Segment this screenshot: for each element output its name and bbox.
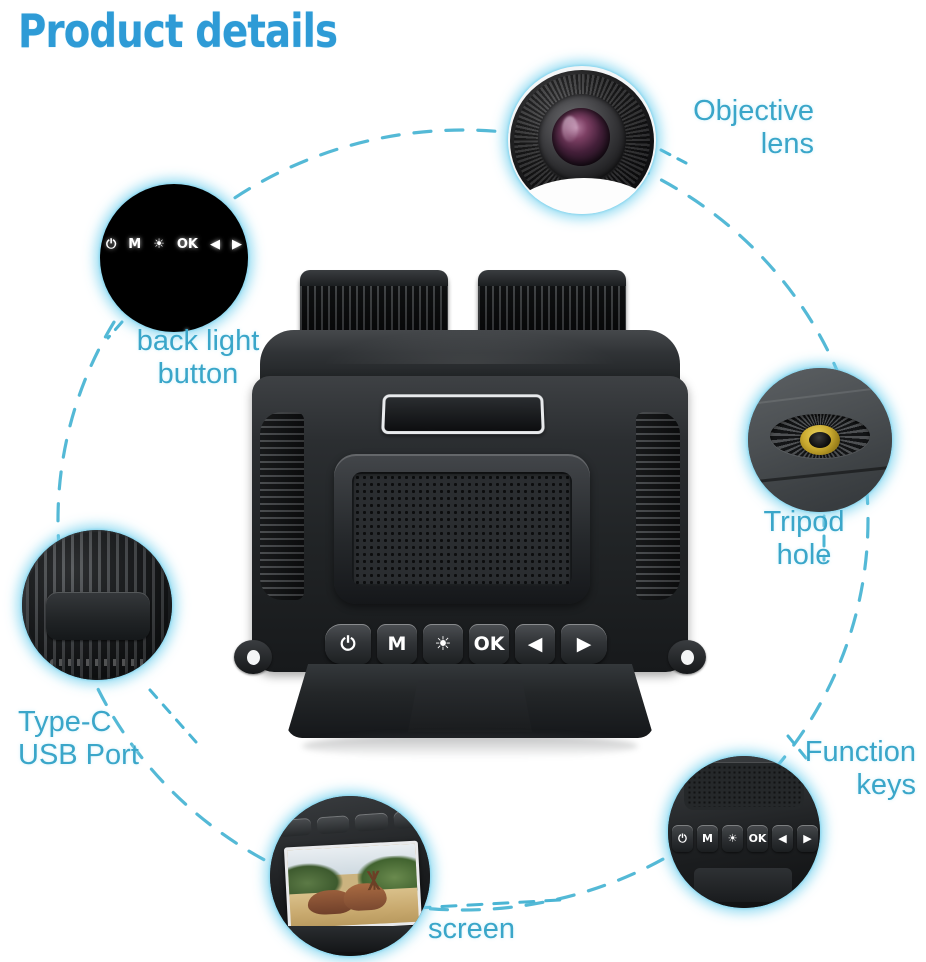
brightness-key: ☀ (722, 824, 743, 852)
textured-pad (352, 472, 572, 586)
illuminated-key-row: ⏻ M ☀ OK ◀ ▶ (100, 238, 248, 251)
tripod-hole-detail-bubble (748, 368, 892, 512)
grip-right (636, 412, 680, 600)
grip-left (260, 412, 304, 600)
eyepiece-left-top (300, 270, 448, 286)
device-reflection (302, 734, 638, 758)
power-icon: ⏻ (105, 237, 117, 252)
power-key: ⏻ (672, 824, 693, 852)
brightness-button[interactable]: ☀ (423, 624, 463, 664)
screen-detail-bubble (270, 796, 430, 956)
function-bubble-base (694, 868, 792, 902)
objective-lens-detail-bubble (508, 66, 656, 214)
strap-lug-left (234, 640, 272, 674)
left-button[interactable]: ◀ (515, 624, 555, 664)
right-key: ▶ (797, 824, 818, 852)
device-button-row: ⏻ M ☀ OK ◀ ▶ (320, 620, 612, 668)
tripod-thread-bore (809, 432, 831, 448)
left-key: ◀ (772, 824, 793, 852)
ok-button[interactable]: OK (469, 624, 509, 664)
right-button[interactable]: ▶ (561, 624, 607, 664)
usb-cover-panel (46, 592, 150, 640)
strap-lug-right (668, 640, 706, 674)
device-base-notch (408, 680, 532, 732)
mode-icon: M (128, 237, 142, 252)
ok-key: OK (747, 824, 768, 852)
usb-cover-dot-strip (50, 659, 146, 666)
page-title: Product details (18, 4, 338, 58)
lcd-display (283, 840, 423, 932)
night-vision-binoculars-product-photo: ⏻ M ☀ OK ◀ ▶ (234, 270, 706, 758)
ir-window (381, 394, 545, 435)
right-arrow-icon: ▶ (232, 237, 242, 252)
eyepiece-right-top (478, 270, 626, 286)
ok-icon: OK (176, 237, 198, 252)
screen-bubble-base (280, 926, 420, 952)
mode-button[interactable]: M (377, 624, 417, 664)
brightness-icon: ☀ (153, 237, 165, 252)
callout-label-type-c-usb-port: Type-C USB Port (18, 706, 139, 772)
usb-port-detail-bubble (22, 530, 172, 680)
callout-label-function-keys: Function keys (804, 736, 916, 802)
power-button[interactable]: ⏻ (325, 624, 371, 664)
lens-glint (562, 116, 578, 142)
key-2 (315, 814, 350, 834)
key-4 (392, 809, 427, 829)
callout-label-back-light-button: back light button (136, 325, 260, 391)
function-bubble-key-row: ⏻ M ☀ OK ◀ ▶ (672, 820, 818, 856)
callout-label-objective-lens: Objective lens (693, 95, 814, 161)
key-1 (277, 817, 312, 837)
callout-label-screen: screen (428, 913, 516, 945)
textured-pad-frame (334, 454, 590, 604)
function-keys-detail-bubble: ⏻ M ☀ OK ◀ ▶ (668, 756, 820, 908)
mode-key: M (697, 824, 718, 852)
callout-label-tripod-hole: Tripod hole (763, 506, 845, 572)
function-bubble-textured-pad (684, 762, 804, 810)
lens-glass-element (552, 108, 610, 166)
back-light-button-detail-bubble: ⏻ M ☀ OK ◀ ▶ (100, 184, 248, 332)
key-3 (354, 812, 389, 832)
lcd-antlers (358, 870, 391, 891)
left-arrow-icon: ◀ (210, 237, 220, 252)
